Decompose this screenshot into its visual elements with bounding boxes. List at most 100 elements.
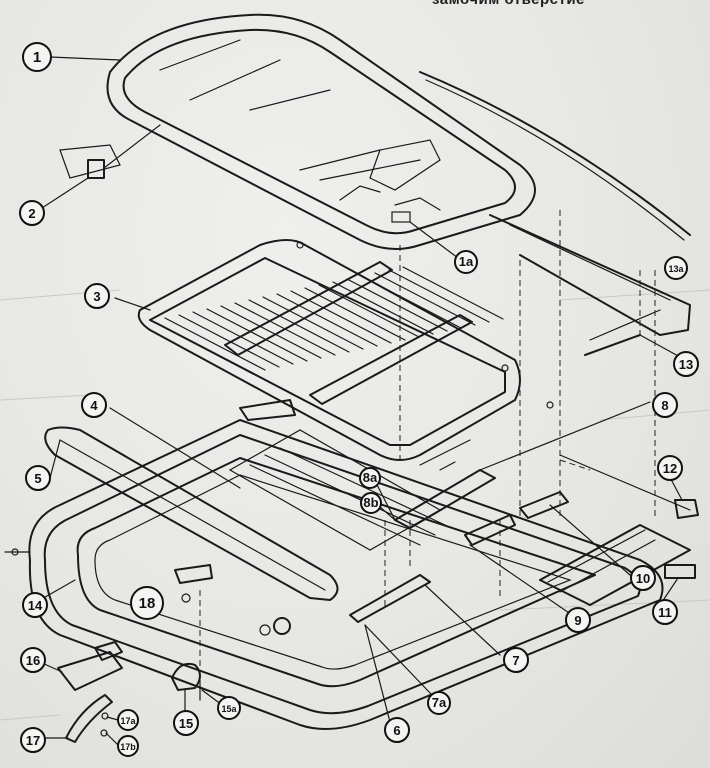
callout-circle-18 [130,586,164,620]
callout-circle-1a [454,250,478,274]
callout-label-17a: 17a [120,716,136,726]
callout-circle-11 [652,599,678,625]
callout-7a: 7a [427,691,451,715]
callout-17: 17 [20,727,46,753]
callout-circle-1 [22,42,52,72]
callout-15: 15 [173,710,199,736]
cables-and-levers [174,399,516,636]
callout-label-3: 3 [93,289,100,304]
callout-circle-17 [20,727,46,753]
callout-label-1: 1 [33,49,41,66]
deflector-bar [44,426,339,601]
callout-circle-5 [25,465,51,491]
callout-14: 14 [22,592,48,618]
callout-12: 12 [657,455,683,481]
slat-line [192,311,294,365]
callout-11: 11 [652,599,678,625]
callout-label-14: 14 [28,598,43,613]
callout-label-11: 11 [658,605,672,620]
slat-line [262,296,364,350]
callout-8: 8 [652,392,678,418]
callout-layer: 1 1a 2 3 4 5 6 7 7a 8 8a 8b 9 10 11 12 13 13a 14 15 15a 16 17 1… [19,42,699,757]
slat-line [304,287,406,341]
callout-circle-2 [19,200,45,226]
callout-label-13a: 13a [668,264,684,274]
sunshade-panel [137,239,554,461]
slat-line [178,314,280,368]
callout-label-16: 16 [26,653,40,668]
callout-label-8: 8 [661,398,668,413]
callout-18: 18 [130,586,164,620]
scan-texture [0,289,710,721]
callout-label-15: 15 [179,716,193,731]
sunshade-slats [164,266,504,371]
callout-17b: 17b [117,735,139,757]
callout-circle-14 [22,592,48,618]
clip-detail-inset [59,124,161,179]
callout-circle-8 [652,392,678,418]
callout-label-8b: 8b [363,495,378,510]
callout-circle-13a [664,256,688,280]
callout-16: 16 [20,647,46,673]
callout-label-5: 5 [34,471,41,486]
callout-6: 6 [384,717,410,743]
callout-label-10: 10 [636,571,650,586]
lower-left-hardware [57,641,201,743]
callout-label-2: 2 [28,206,35,221]
lower-frame [4,419,664,730]
callout-circle-7a [427,691,451,715]
callout-circle-16 [20,647,46,673]
callout-circle-10 [630,565,656,591]
slat-line [276,293,378,347]
callout-15a: 15a [217,696,241,720]
callout-label-15a: 15a [221,704,237,714]
callout-4: 4 [81,392,107,418]
callout-circle-17b [117,735,139,757]
callout-8a: 8a [359,467,381,489]
callout-circle-13 [673,351,699,377]
callout-label-7: 7 [512,653,519,668]
callout-label-8a: 8a [363,470,378,485]
leader-lines [39,56,683,746]
callout-label-6: 6 [393,723,400,738]
callout-13: 13 [673,351,699,377]
callout-label-1a: 1a [459,254,474,269]
right-side-strip [419,71,691,356]
slat-line [332,281,434,335]
header-text-fragment: замочим отверстие [432,0,585,8]
callout-3: 3 [84,283,110,309]
slat-line [402,266,504,320]
slat-line [220,305,322,359]
right-mechanism [519,454,699,606]
slat-line [318,284,420,338]
callout-label-17: 17 [26,733,40,748]
callout-circle-12 [657,455,683,481]
callout-13a: 13a [664,256,688,280]
callout-label-9: 9 [574,613,581,628]
callout-circle-8a [359,467,381,489]
glass-panel-frame [106,13,536,250]
slat-line [346,278,448,332]
callout-label-17b: 17b [120,742,136,752]
callout-circle-17a [117,709,139,731]
callout-5: 5 [25,465,51,491]
callout-circle-7 [503,647,529,673]
callout-8b: 8b [360,492,382,514]
callout-circle-15a [217,696,241,720]
callout-9: 9 [565,607,591,633]
callout-2: 2 [19,200,45,226]
callout-circle-8b [360,492,382,514]
slat-line [206,308,308,362]
slat-line [164,317,266,371]
callout-label-12: 12 [663,461,677,476]
callout-circle-9 [565,607,591,633]
callout-label-4: 4 [90,398,98,413]
slat-line [248,299,350,353]
callout-10: 10 [630,565,656,591]
callout-label-7a: 7a [432,695,447,710]
assembly-guide-lines [199,210,656,685]
callout-label-13: 13 [679,357,693,372]
callout-1a: 1a [454,250,478,274]
